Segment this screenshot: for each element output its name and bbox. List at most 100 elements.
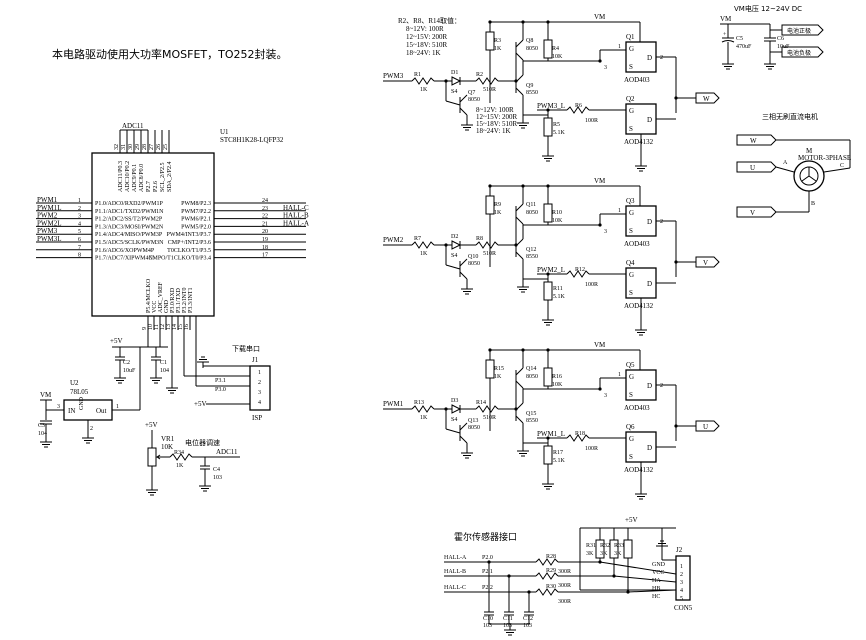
low-bjt [515, 74, 524, 96]
junction [488, 20, 492, 24]
j2-ref: J2 [676, 546, 683, 554]
diode-val: S4 [451, 417, 457, 423]
mosfet-ref: Q5 [626, 361, 635, 369]
ground-symbol [516, 444, 530, 457]
hall-port-label: P2.0 [482, 555, 493, 561]
mcu-top-name: ADC11/P0.3 [118, 161, 124, 192]
resistor [543, 203, 553, 223]
mosfet-pin-g: G [629, 435, 634, 443]
mosfet-pin-s: S [629, 391, 633, 399]
svg-text:C: C [840, 163, 844, 169]
hall-port-label: P2.1 [482, 569, 493, 575]
r-in-val: 1K [420, 415, 428, 421]
regulator-section: VM IN Out GND U2 78L05 3 1 2 C3 104 +5V … [38, 316, 179, 448]
mosfet-pin-d: D [647, 116, 652, 124]
hall-pu-val: 3K [600, 551, 608, 557]
mosfet-pin-g: G [629, 271, 634, 279]
resistor [543, 117, 553, 137]
mcu-bottom-name: VCC [152, 301, 158, 313]
mcu-top-name: P2.7 [146, 181, 152, 192]
bjt-emitter [515, 380, 524, 389]
motor-v-port [736, 206, 777, 218]
mcu-right-name: CMPO/T1CLKO/T0/P3.4 [148, 256, 211, 262]
mosfet-ref: Q3 [626, 197, 635, 205]
bjt-emitter [515, 415, 524, 424]
battery-positive-port [781, 24, 824, 36]
pin-num: 2 [660, 383, 663, 389]
bjt-emitter [515, 216, 524, 225]
mcu-bottom-num: 15 [178, 324, 184, 330]
junction [444, 243, 448, 247]
junction [514, 79, 518, 83]
mcu-right-name: PWM5/P2.0 [181, 224, 211, 230]
j2-pin-name: HB [652, 586, 660, 592]
svg-text:三相无刷直流电机: 三相无刷直流电机 [762, 112, 818, 121]
mcu-top-num: 29 [135, 144, 141, 150]
svg-text:10uF: 10uF [123, 368, 136, 374]
svg-text:W: W [750, 137, 757, 145]
hall-p5v: +5V [625, 516, 638, 524]
resistor [411, 77, 435, 85]
hall-r-val: 300R [558, 583, 571, 589]
mcu-left-name: P1.4/ADC4/MISO/PWM3P [95, 232, 163, 238]
vm-supply-section: VM电压 12~24V DC VM + C5 470uF C6 10uF 电池正… [720, 4, 824, 70]
mcu-top-name: SCL_2/P2.5 [160, 162, 166, 192]
q-lo-val: 8550 [526, 254, 538, 260]
mcu-left-name: P1.5/ADC5/SCLK/PWM3N [95, 240, 164, 246]
junction [598, 59, 602, 63]
svg-text:P3.1: P3.1 [215, 378, 226, 384]
j2-connector [675, 555, 691, 601]
r-in-ref: R13 [414, 400, 424, 406]
mcu-bottom-num: 11 [154, 324, 160, 330]
mosfet-part: AOD4132 [624, 466, 654, 474]
mcu-bottom-name: P3.1/TXD [176, 287, 182, 313]
mcu-top-num: 28 [142, 144, 148, 150]
r-up-ref: R15 [494, 366, 504, 372]
resistor [475, 405, 499, 413]
resistor [485, 359, 495, 379]
mcu-left-name: P1.7/ADC7/XIPWM4N [95, 256, 154, 262]
junction [444, 407, 448, 411]
diode [451, 404, 462, 414]
pin-num: 1 [618, 372, 621, 378]
r-pd-ref: R11 [553, 286, 563, 292]
motor-w-port [736, 134, 777, 146]
bjt-emitter [459, 107, 468, 116]
pin-num: 2 [660, 219, 663, 225]
r-b-ref: R8 [476, 236, 483, 242]
svg-text:ISP: ISP [252, 414, 262, 422]
mcu-left-num: 2 [78, 206, 81, 212]
phase-output-port [695, 420, 720, 432]
pin-num: 3 [604, 65, 607, 71]
mcu-ref: U1 [220, 128, 229, 136]
mcu-top-name: SDA_2/P2.4 [167, 161, 173, 192]
hall-cap-ref: C10 [483, 616, 493, 622]
wire [599, 561, 677, 575]
pwm-input-label: PWM1 [383, 400, 404, 408]
r-b-ref: R14 [476, 400, 486, 406]
j2-pin-name: HC [652, 594, 660, 600]
pin-num: 1 [618, 208, 621, 214]
svg-text:VM电压 12~24V DC: VM电压 12~24V DC [734, 4, 802, 13]
mosfet-part: AOD403 [624, 240, 650, 248]
vr1-body [147, 447, 157, 467]
mosfet-pin-s: S [629, 289, 633, 297]
junction [598, 560, 602, 564]
j1-header [249, 365, 271, 411]
svg-text:15~18V: 510R: 15~18V: 510R [406, 41, 448, 49]
mcu-left-num: 6 [78, 237, 81, 243]
hall-r-val: 300R [558, 599, 571, 605]
q-drv-ref: Q10 [468, 254, 478, 260]
svg-text:1K: 1K [176, 463, 184, 469]
wire [613, 575, 677, 583]
mosfet-pin-d: D [647, 382, 652, 390]
bjt-collector [515, 203, 524, 212]
r-in-val: 1K [420, 251, 428, 257]
mosfet-part: AOD4132 [624, 138, 654, 146]
resistor-table: R2、R8、R14取值： 8~12V: 100R 12~15V: 200R 15… [398, 16, 518, 135]
svg-text:C5: C5 [736, 36, 743, 42]
r-pd-val: 5.1K [553, 458, 566, 464]
